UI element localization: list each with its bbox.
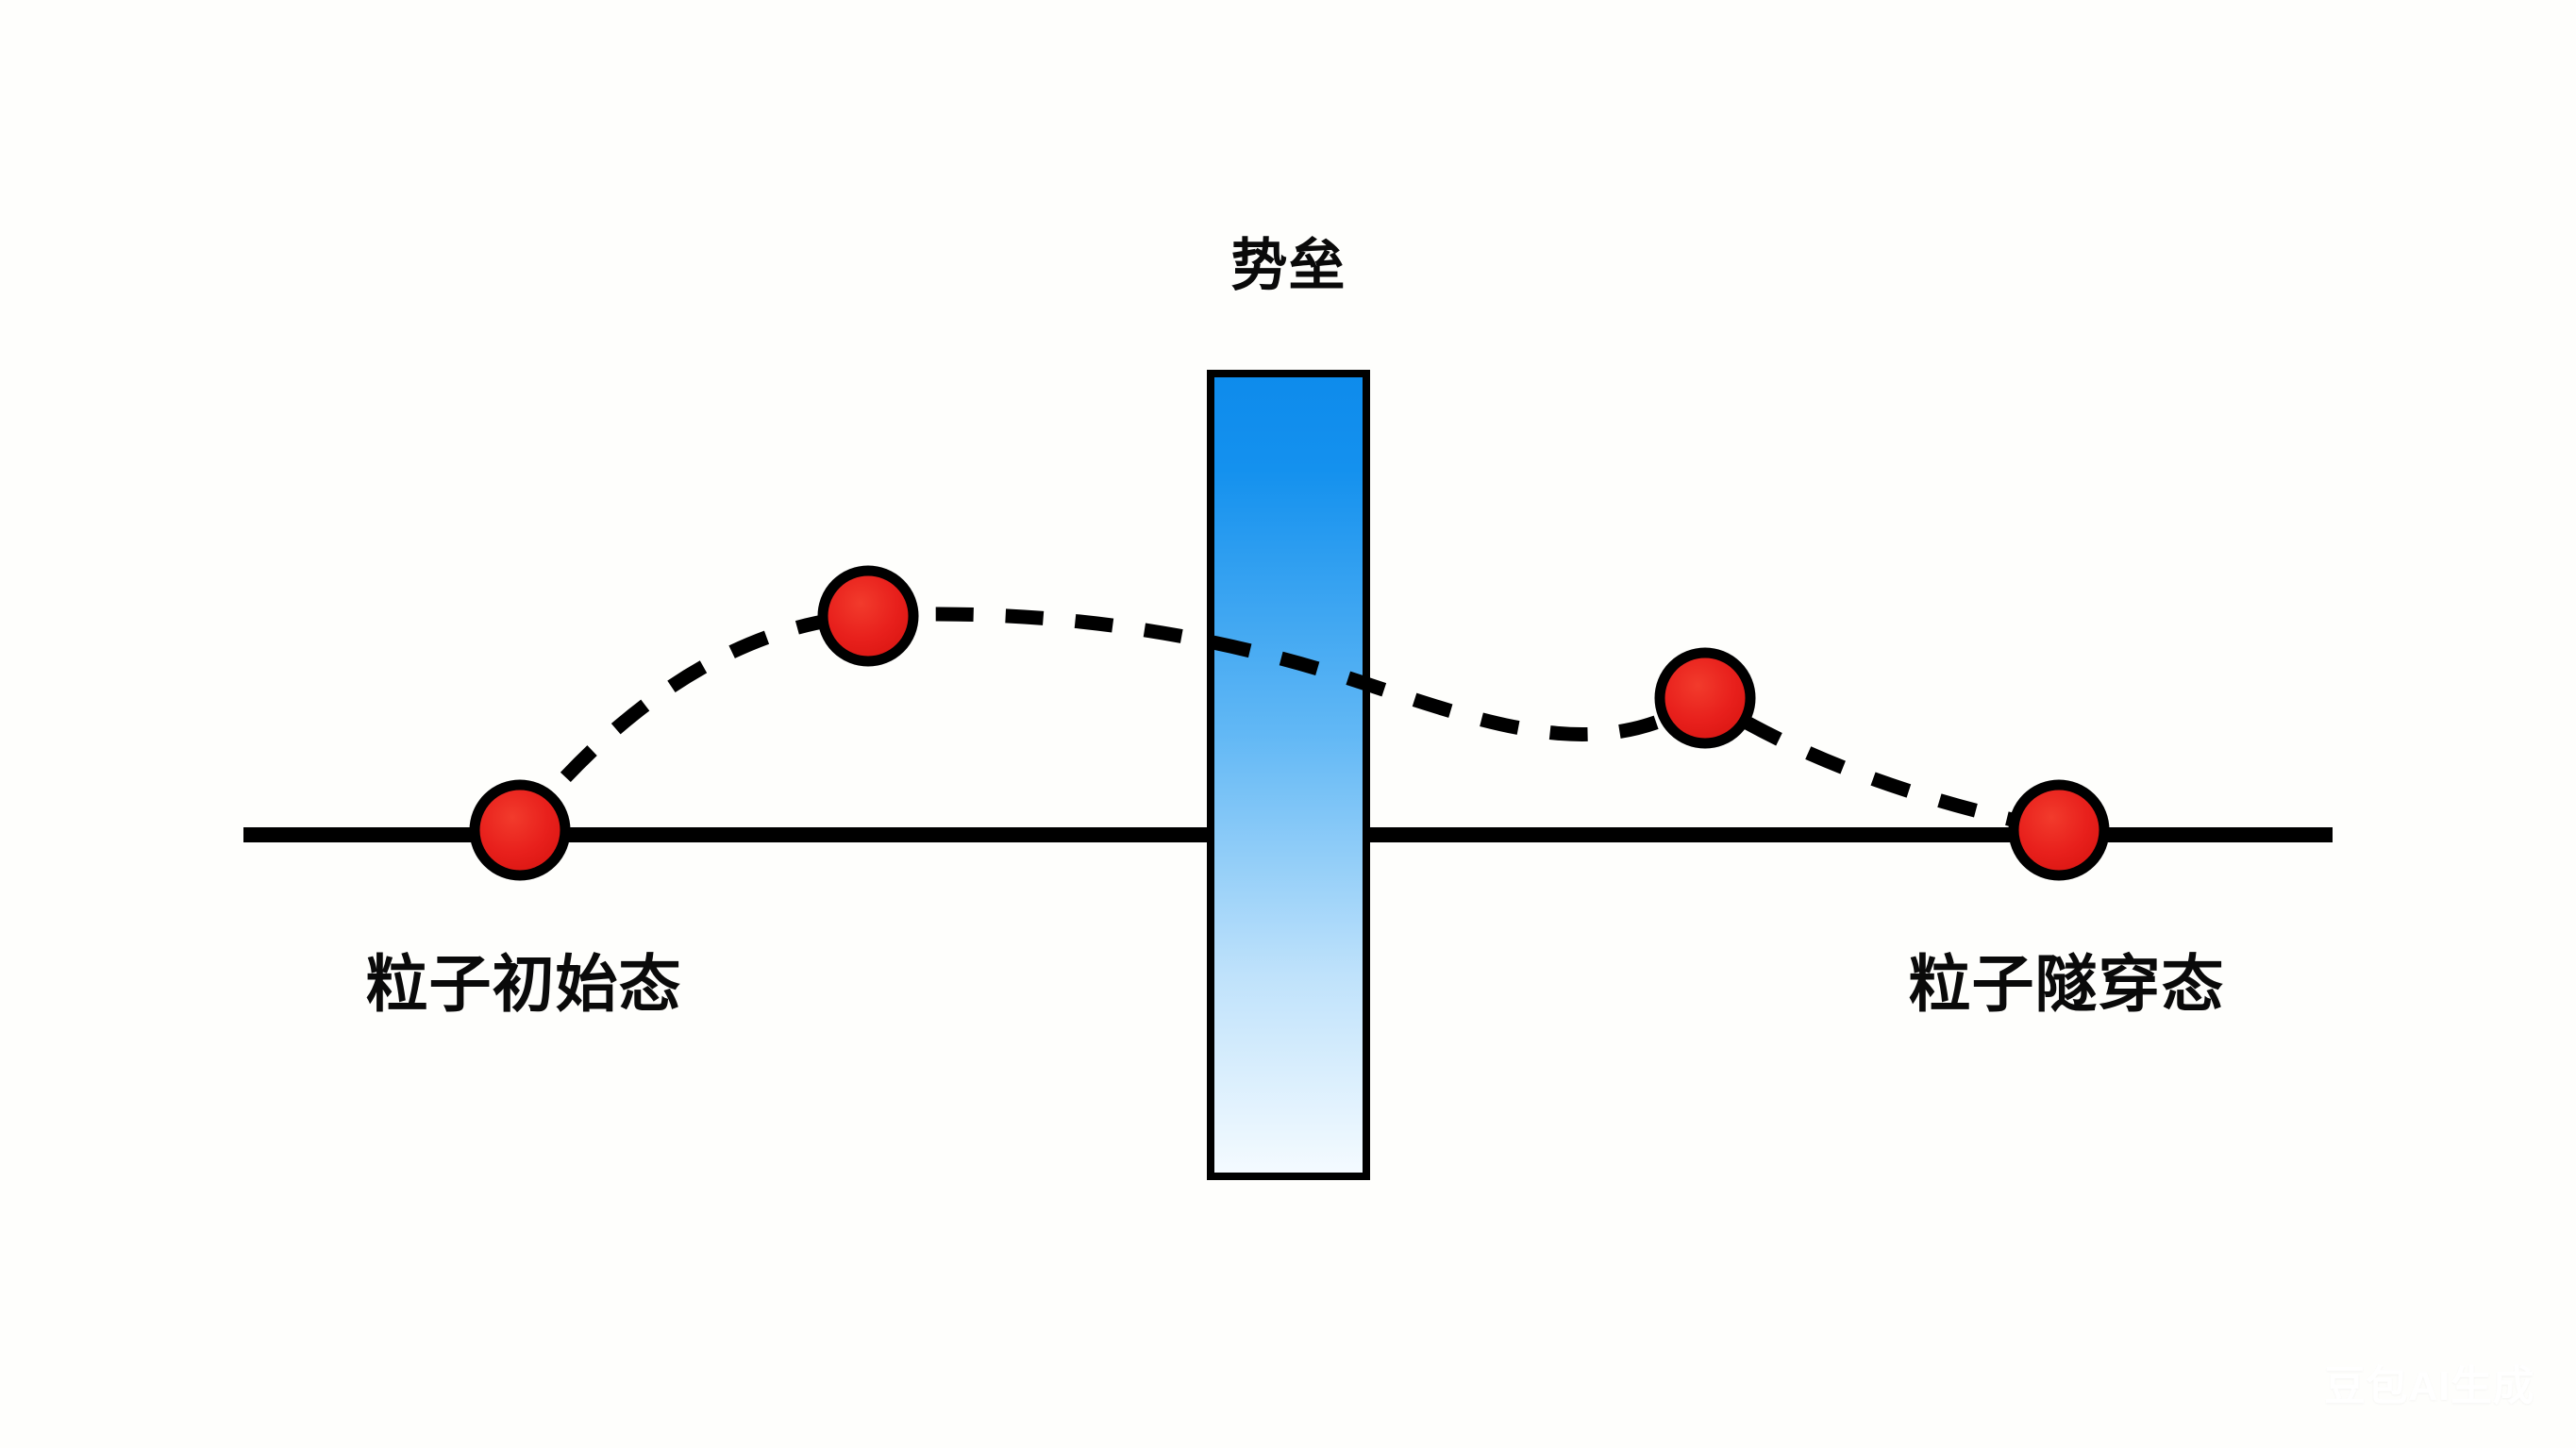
particle-initial (469, 779, 571, 881)
particle-tunneled-label: 粒子隧穿态 (1908, 949, 2225, 1019)
watermark-label: 豆包AI生成 (2324, 1363, 2534, 1409)
potential-barrier (1207, 370, 1370, 1180)
particle-approach (817, 565, 919, 667)
tunneling-path (514, 607, 2061, 838)
barrier-title-label: 势垒 (1230, 234, 1347, 297)
particle-initial-label: 粒子初始态 (365, 949, 682, 1019)
particle-exit (1654, 647, 1756, 749)
particle-tunneled (2008, 779, 2110, 881)
